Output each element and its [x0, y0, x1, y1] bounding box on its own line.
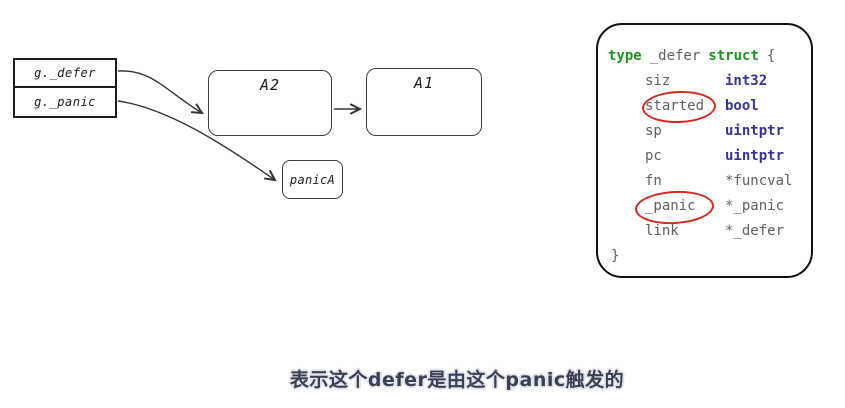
g-panic-cell: g._panic	[15, 88, 115, 116]
node-panica: panicA	[282, 160, 343, 199]
node-a1: A1	[366, 68, 482, 136]
g-panic-label: g._panic	[34, 95, 96, 109]
arrow-gdefer-to-a2	[117, 70, 202, 113]
subtitle-caption: 表示这个defer是由这个panic触发的	[289, 369, 625, 391]
field-name: sp	[645, 123, 662, 140]
field-name: pc	[645, 148, 662, 164]
struct-name: _defer	[649, 48, 701, 65]
field-name: fn	[645, 172, 662, 189]
node-a1-label: A1	[413, 74, 435, 92]
struct-declaration-line: type _defer struct {	[608, 44, 811, 69]
struct-field-row-panic: _panic *_panic	[608, 193, 811, 218]
struct-field-row-link: link *_defer	[608, 218, 811, 243]
struct-field-row-fn: fn *funcval	[608, 168, 811, 193]
open-brace: {	[766, 48, 776, 65]
field-type: *_defer	[725, 222, 785, 239]
node-panica-label: panicA	[289, 172, 336, 187]
struct-field-row-started: started bool	[608, 94, 811, 119]
field-name: siz	[645, 73, 671, 90]
keyword-struct: struct	[708, 48, 759, 65]
defer-struct-code-panel: type _defer struct { siz int32 started b…	[596, 23, 813, 278]
field-type: bool	[725, 98, 759, 115]
field-name: started	[645, 98, 705, 115]
struct-field-row-siz: siz int32	[608, 69, 811, 94]
field-type: *_panic	[725, 197, 785, 214]
field-type: int32	[725, 73, 768, 90]
field-type: *funcval	[725, 172, 793, 189]
keyword-type: type	[608, 48, 642, 65]
g-struct-box: g._defer g._panic	[13, 58, 117, 118]
struct-field-row-pc: pc uintptr	[608, 144, 811, 169]
struct-field-row-sp: sp uintptr	[608, 119, 811, 144]
field-name: _panic	[645, 197, 696, 214]
code-block: type _defer struct { siz int32 started b…	[598, 25, 811, 268]
field-type: uintptr	[725, 123, 785, 140]
g-defer-cell: g._defer	[15, 60, 115, 88]
field-name: link	[645, 222, 679, 239]
g-defer-label: g._defer	[34, 66, 96, 80]
node-a2: A2	[208, 70, 332, 136]
closing-brace: }	[611, 247, 620, 264]
field-type: uintptr	[725, 148, 785, 164]
node-a2-label: A2	[259, 76, 281, 94]
